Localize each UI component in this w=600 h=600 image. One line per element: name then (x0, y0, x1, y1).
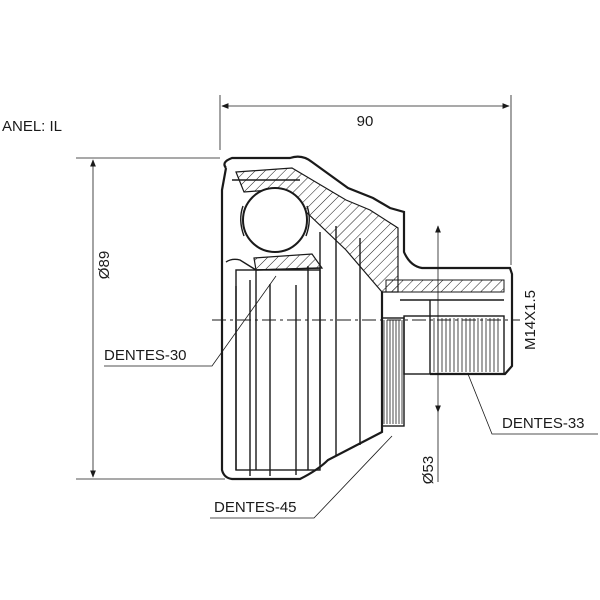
outer-diameter-value: Ø89 (96, 251, 113, 279)
ball-bearing (240, 187, 310, 253)
callout-inner-teeth: DENTES-30 (104, 275, 277, 367)
length-value: 90 (357, 113, 374, 130)
dimension-outer-diameter: Ø89 (76, 157, 225, 480)
callout-outer-teeth: DENTES-33 (467, 373, 598, 435)
inner-teeth-label: DENTES-30 (104, 347, 187, 364)
thread-label: M14X1.5 (522, 290, 539, 350)
abs-ring (381, 317, 405, 427)
anel-label: ANEL: IL (2, 118, 62, 135)
callout-abs-teeth: DENTES-45 (210, 435, 393, 519)
abs-teeth-label: DENTES-45 (214, 499, 297, 516)
shaft-diameter-value: Ø53 (420, 456, 437, 484)
dimension-length: 90 (219, 95, 512, 265)
outer-teeth-label: DENTES-33 (502, 415, 585, 432)
dimension-shaft-diameter: Ø53 (420, 225, 441, 484)
shaft-splines (400, 299, 505, 375)
inner-race (235, 269, 321, 471)
